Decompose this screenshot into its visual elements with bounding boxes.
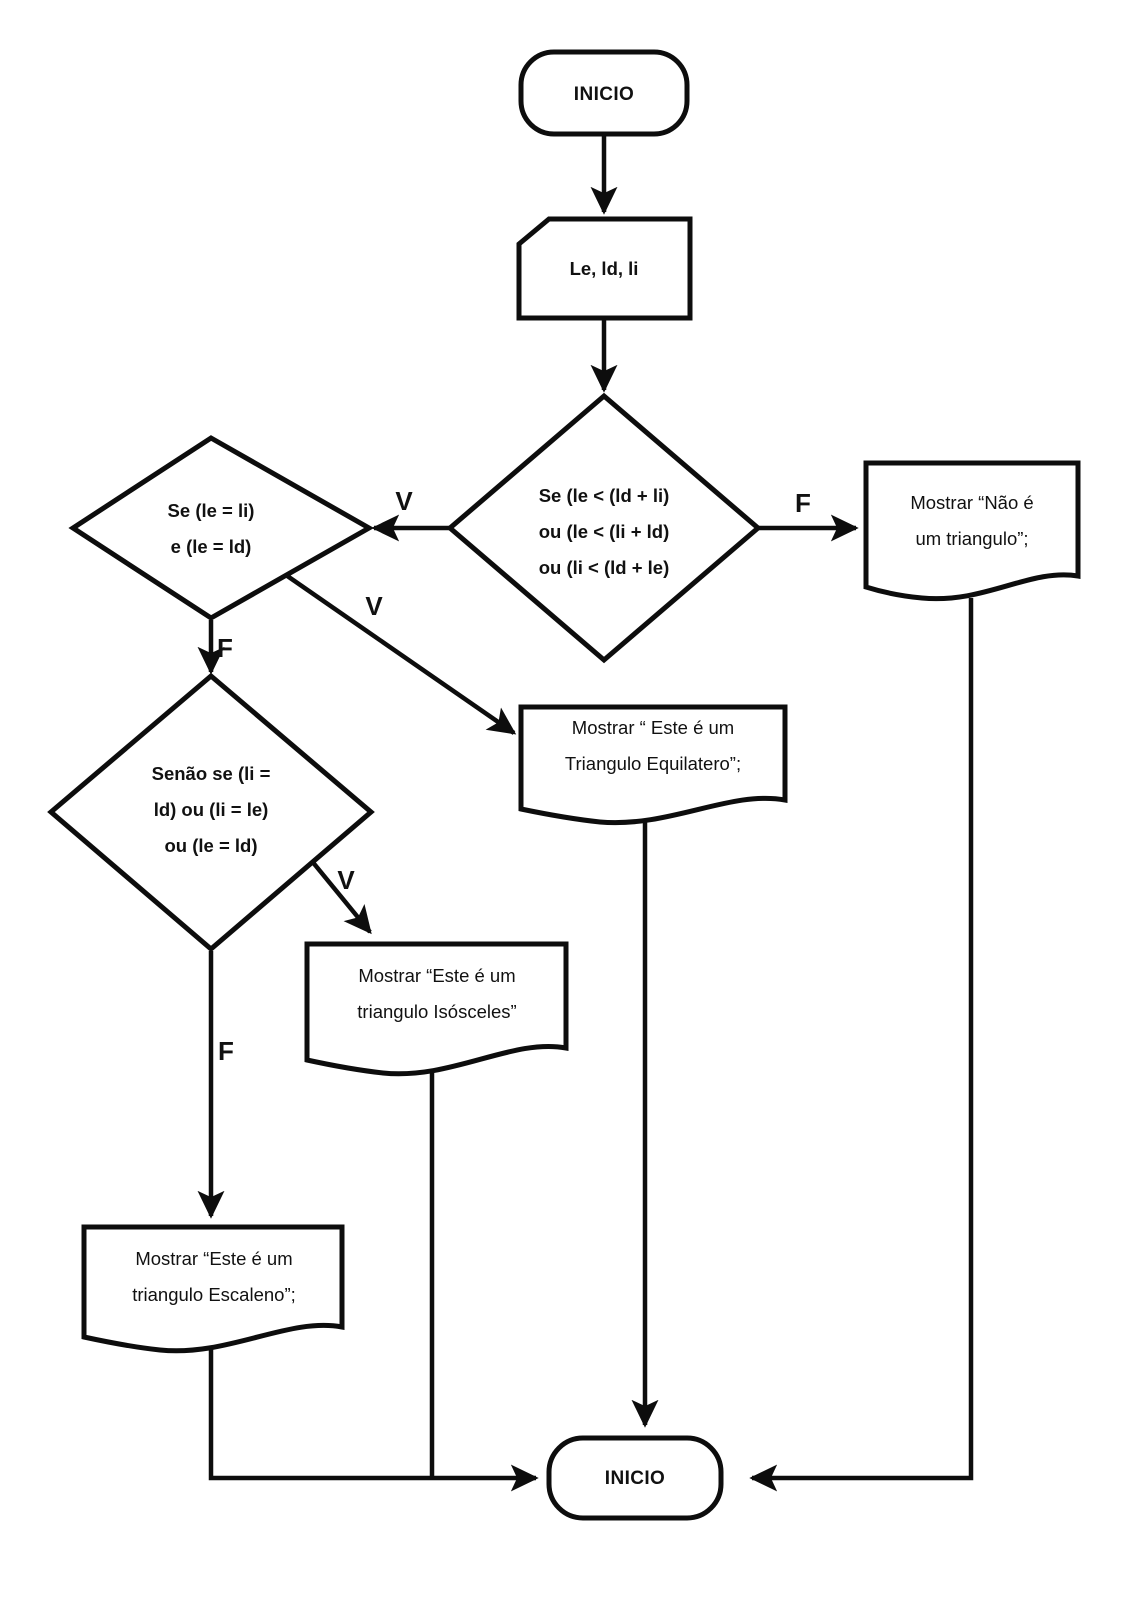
start-terminator-shape [518, 49, 690, 137]
decision-main-line1: Se (le < (ld + li) [539, 485, 670, 506]
branch-label-main-true: V [395, 486, 413, 516]
decision-main-shape [446, 392, 762, 664]
doc-nao-triangulo-line2: um triangulo”; [915, 528, 1028, 549]
connectors-layer [197, 133, 974, 1492]
end-label: INICIO [605, 1468, 665, 1489]
doc-nao-triangulo-line1: Mostrar “Não é [910, 492, 1033, 513]
connector-doc-escaleno-to-end [208, 1349, 539, 1492]
node-end[interactable]: INICIO [546, 1435, 724, 1521]
node-doc-escaleno[interactable]: Mostrar “Este é um triangulo Escaleno”; [81, 1224, 345, 1354]
connector-decision-isosceles-true-to-doc [309, 858, 372, 935]
doc-equilatero-shape [518, 704, 788, 826]
node-start[interactable]: INICIO [518, 49, 690, 137]
decision-isosceles-line1: Senão se (li = [152, 763, 271, 784]
doc-isosceles-line1: Mostrar “Este é um [358, 965, 515, 986]
start-label: INICIO [574, 84, 634, 105]
decision-equilatero-shape [68, 435, 375, 621]
doc-equilatero-line1: Mostrar “ Este é um [572, 717, 734, 738]
decision-isosceles-line2: ld) ou (li = le) [154, 799, 269, 820]
node-doc-equilatero[interactable]: Mostrar “ Este é um Triangulo Equilatero… [518, 704, 788, 826]
branch-label-main-false: F [795, 488, 811, 518]
connector-doc-nao-triangulo-to-end [749, 598, 974, 1492]
node-decision-main[interactable]: Se (le < (ld + li) ou (le < (li + ld) ou… [446, 392, 762, 664]
branch-label-equilatero-true: V [365, 591, 383, 621]
branch-label-isosceles-true: V [337, 865, 355, 895]
doc-nao-triangulo-shape [863, 460, 1081, 602]
input-shape [516, 216, 693, 321]
doc-equilatero-line2: Triangulo Equilatero”; [565, 753, 741, 774]
node-input[interactable]: Le, ld, li [516, 216, 693, 321]
decision-main-line3: ou (li < (ld + le) [539, 557, 670, 578]
decision-isosceles-shape [47, 672, 375, 953]
doc-isosceles-line2: triangulo Isósceles” [357, 1001, 516, 1022]
input-label: Le, ld, li [570, 258, 639, 279]
branch-label-isosceles-false: F [218, 1036, 234, 1066]
end-terminator-shape [546, 1435, 724, 1521]
doc-escaleno-line2: triangulo Escaleno”; [132, 1284, 296, 1305]
branch-label-equilatero-false: F [217, 633, 233, 663]
node-doc-nao-triangulo[interactable]: Mostrar “Não é um triangulo”; [863, 460, 1081, 602]
node-doc-isosceles[interactable]: Mostrar “Este é um triangulo Isósceles” [304, 941, 569, 1077]
connector-decision-equilatero-true-to-doc [281, 571, 517, 735]
doc-isosceles-shape [304, 941, 569, 1077]
decision-isosceles-line3: ou (le = ld) [164, 835, 257, 856]
branch-labels-layer: V F V F V F [217, 486, 811, 1066]
doc-escaleno-shape [81, 1224, 345, 1354]
decision-equilatero-line1: Se (le = li) [168, 500, 255, 521]
decision-equilatero-line2: e (le = ld) [171, 536, 252, 557]
node-decision-isosceles[interactable]: Senão se (li = ld) ou (li = le) ou (le =… [47, 672, 375, 953]
doc-escaleno-line1: Mostrar “Este é um [135, 1248, 292, 1269]
node-decision-equilatero[interactable]: Se (le = li) e (le = ld) [68, 435, 375, 621]
decision-main-line2: ou (le < (li + ld) [539, 521, 670, 542]
